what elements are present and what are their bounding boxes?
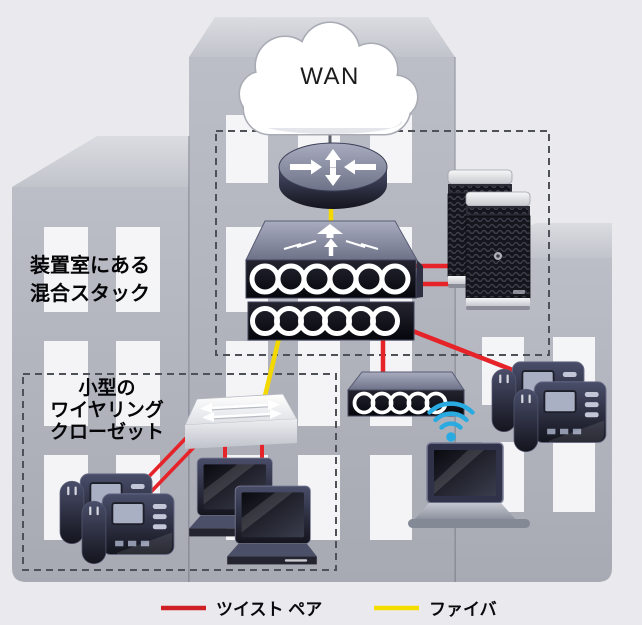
equipment-room-label: 装置室にある 混合スタック bbox=[29, 253, 150, 305]
wan-cloud: WAN bbox=[238, 21, 419, 136]
router bbox=[278, 142, 388, 209]
wiring-closet-label: 小型の ワイヤリング クローゼット bbox=[50, 376, 164, 443]
building-window bbox=[116, 341, 160, 426]
tp-closet-phone2 bbox=[144, 442, 199, 499]
building-edge-left bbox=[188, 136, 190, 582]
router-arrows-icon bbox=[290, 149, 376, 186]
laptop bbox=[408, 442, 530, 528]
wan-label: WAN bbox=[300, 63, 360, 90]
building-window bbox=[553, 442, 595, 512]
wiring-closet-label-line3: クローゼット bbox=[50, 420, 164, 443]
building-window bbox=[370, 455, 412, 540]
building-window bbox=[116, 227, 160, 312]
wiring-closet-dashed-box bbox=[22, 373, 337, 571]
stack-top-arrows-icon bbox=[283, 224, 379, 256]
legend-twisted-pair-label: ツイスト ペア bbox=[216, 600, 322, 619]
building-window bbox=[298, 341, 340, 426]
equipment-room-label-line2: 混合スタック bbox=[30, 281, 150, 305]
workgroup-switch-arrows-icon bbox=[200, 400, 282, 422]
wifi-icon bbox=[427, 401, 475, 442]
stack-unit2-rings bbox=[250, 306, 400, 336]
legend: ツイスト ペア ファイバ bbox=[161, 600, 497, 619]
building-edge-right bbox=[454, 57, 456, 582]
equipment-room-label-line1: 装置室にある bbox=[29, 253, 150, 277]
tp-stack-phones bbox=[409, 327, 524, 377]
building-window bbox=[44, 227, 88, 312]
workgroup-switch bbox=[184, 393, 298, 449]
wiring-closet-label-line2: ワイヤリング bbox=[50, 398, 163, 421]
stack-unit1-rings bbox=[249, 263, 411, 295]
wiring-closet-label-line1: 小型の bbox=[78, 376, 135, 399]
legend-fiber-label: ファイバ bbox=[429, 600, 497, 619]
access-switch bbox=[346, 371, 465, 417]
fiber-stack-closet-switch bbox=[260, 337, 282, 405]
building-window bbox=[44, 341, 88, 426]
mixed-stack-switch bbox=[245, 220, 423, 341]
